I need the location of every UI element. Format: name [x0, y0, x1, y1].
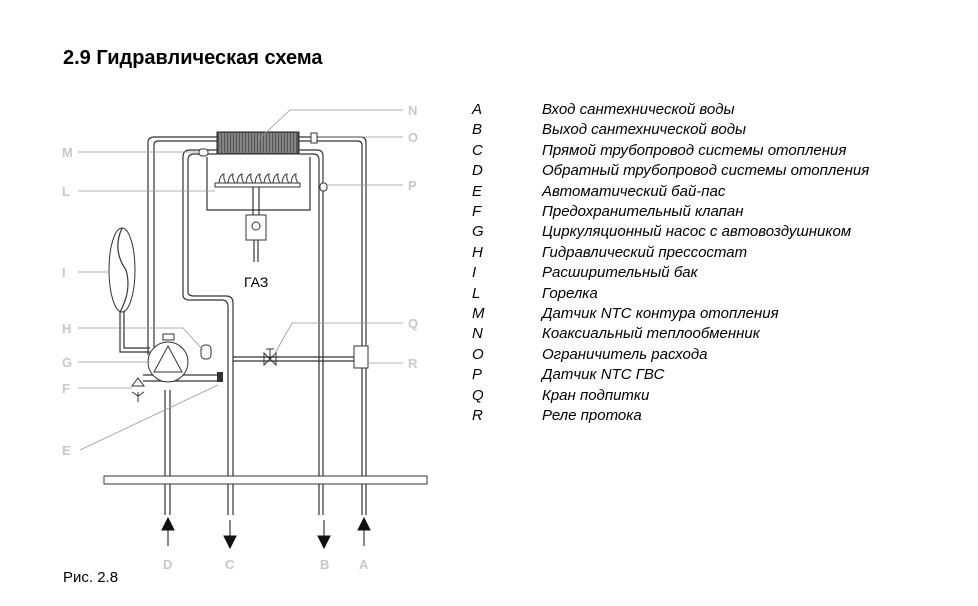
legend-text: Автоматический бай-пас — [542, 182, 726, 200]
legend-text: Предохранительный клапан — [542, 203, 744, 221]
legend-text: Расширительный бак — [542, 264, 698, 282]
figure-caption: Рис. 2.8 — [63, 569, 119, 586]
legend-item: O Ограничитель расхода — [472, 345, 869, 365]
legend-item: A Вход сантехнической воды — [472, 100, 869, 120]
port-B: B — [320, 557, 329, 572]
bypass — [217, 372, 223, 382]
flow-switch — [353, 345, 369, 369]
legend-key: E — [472, 182, 483, 200]
legend-key: H — [472, 243, 483, 261]
legend-item: G Циркуляционный насос с автовоздушником — [472, 222, 869, 242]
legend-item: C Прямой трубопровод системы отопления — [472, 141, 869, 161]
legend-text: Вход сантехнической воды — [542, 101, 735, 118]
flame-icon — [236, 173, 245, 184]
legend-key: C — [472, 141, 483, 159]
legend-item: Q Кран подпитки — [472, 386, 869, 406]
legend-key: B — [472, 121, 483, 139]
legend-text: Датчик NTC ГВС — [542, 366, 665, 384]
legend-key: P — [472, 366, 483, 384]
flame-icon — [227, 173, 236, 184]
flame-icon — [254, 173, 263, 184]
legend-key: N — [472, 325, 483, 343]
leader-lines — [78, 109, 403, 451]
section-title: 2.9 Гидравлическая схема — [63, 47, 323, 69]
flame-icon — [263, 173, 272, 184]
legend-key: D — [472, 162, 483, 180]
legend-item: L Горелка — [472, 284, 869, 304]
callout-Q: Q — [408, 316, 418, 331]
gas-label: ГАЗ — [244, 274, 268, 290]
legend-text: Гидравлический прессостат — [542, 243, 748, 261]
flame-icon — [290, 173, 299, 184]
legend-text: Циркуляционный насос с автовоздушником — [542, 223, 852, 241]
legend-text: Кран подпитки — [542, 386, 650, 404]
callout-P: P — [408, 178, 417, 193]
legend-item: M Датчик NTC контура отопления — [472, 304, 869, 324]
pressure-switch — [200, 344, 212, 360]
legend-text: Реле протока — [542, 407, 642, 425]
legend-item: H Гидравлический прессостат — [472, 243, 869, 263]
legend-key: F — [472, 203, 482, 221]
heat-exchanger — [216, 131, 300, 155]
ntc-sensor-dhw — [319, 182, 328, 192]
burner: ГАЗ — [206, 157, 311, 290]
port-C: C — [225, 557, 235, 572]
flame-icon — [281, 173, 290, 184]
flow-arrows — [161, 516, 371, 550]
legend-item: N Коаксиальный теплообменник — [472, 324, 869, 344]
legend-key: A — [472, 101, 483, 118]
callout-M: M — [62, 145, 73, 160]
fill-valve — [263, 348, 277, 367]
legend-key: Q — [472, 386, 484, 404]
legend-item: R Реле протока — [472, 406, 869, 426]
callout-R: R — [408, 356, 418, 371]
legend-item: I Расширительный бак — [472, 263, 869, 283]
legend-item: D Обратный трубопровод системы отопления — [472, 161, 869, 181]
flame-icon — [218, 173, 227, 184]
ntc-sensor-heating — [198, 148, 209, 157]
legend-key: M — [472, 305, 485, 323]
legend-key: G — [472, 223, 484, 241]
legend-key: R — [472, 407, 483, 425]
legend-key: O — [472, 345, 484, 363]
legend-item: P Датчик NTC ГВС — [472, 365, 869, 385]
flow-limiter — [310, 132, 318, 144]
legend-text: Выход сантехнической воды — [542, 121, 747, 139]
legend-text: Прямой трубопровод системы отопления — [542, 141, 847, 159]
callout-E: E — [62, 443, 71, 458]
legend-text: Горелка — [542, 284, 598, 302]
legend-key: L — [472, 284, 481, 302]
pump — [147, 341, 189, 383]
callout-H: H — [62, 321, 71, 336]
pipes — [103, 136, 428, 515]
legend-item: F Предохранительный клапан — [472, 202, 869, 222]
callout-G: G — [62, 355, 72, 370]
expansion-tank — [108, 227, 136, 313]
callout-N: N — [408, 103, 417, 118]
flame-icon — [272, 173, 281, 184]
port-A: A — [359, 557, 369, 572]
callout-I: I — [62, 265, 66, 280]
callout-L: L — [62, 184, 70, 199]
callout-O: O — [408, 130, 418, 145]
legend-key: I — [472, 264, 477, 282]
legend-text: Коаксиальный теплообменник — [542, 325, 760, 343]
legend-item: E Автоматический бай-пас — [472, 182, 869, 202]
legend-text: Датчик NTC контура отопления — [542, 305, 779, 323]
legend-item: B Выход сантехнической воды — [472, 120, 869, 140]
legend-text: Ограничитель расхода — [542, 345, 708, 363]
legend-text: Обратный трубопровод системы отопления — [542, 162, 870, 180]
port-D: D — [163, 557, 172, 572]
callout-F: F — [62, 381, 70, 396]
flame-icon — [245, 173, 254, 184]
safety-valve — [131, 377, 145, 402]
